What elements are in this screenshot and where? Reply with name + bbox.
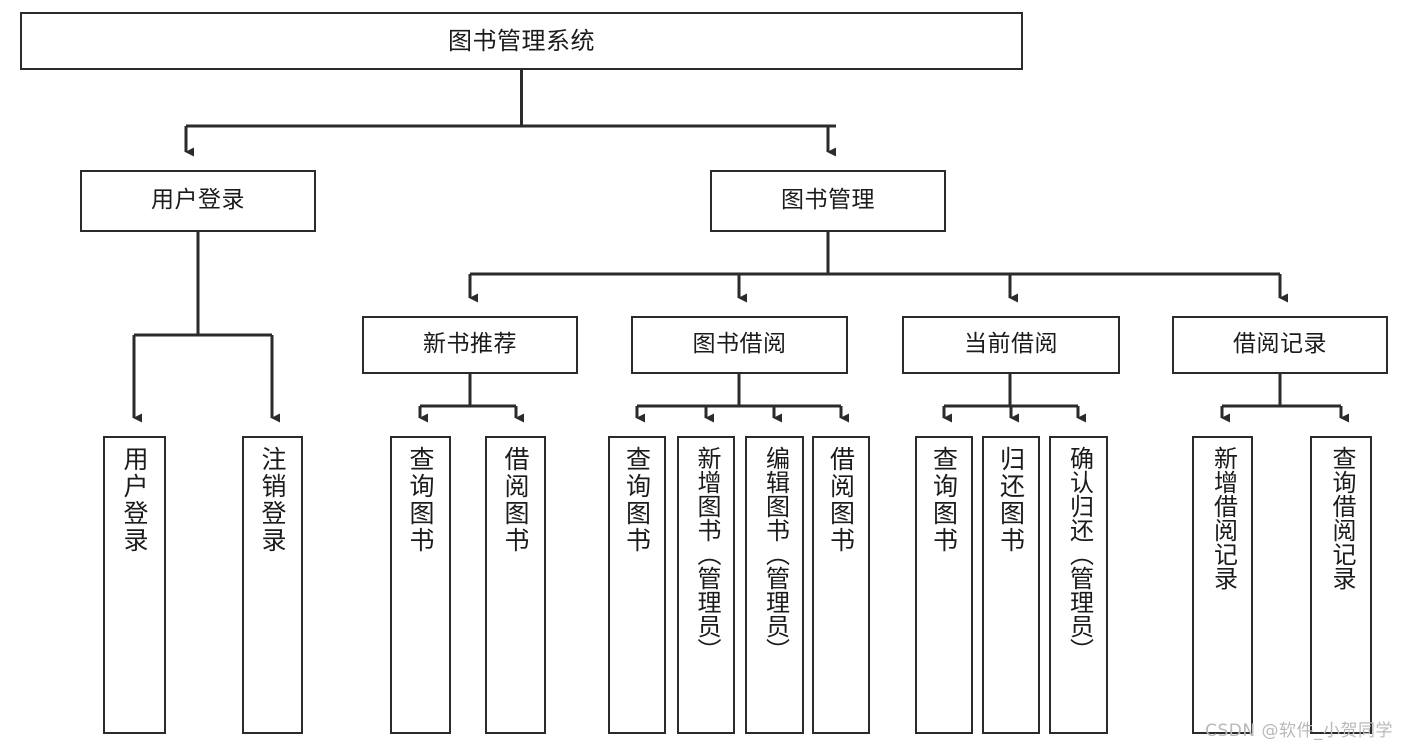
node-leaf-return-book[interactable]: 归还图书	[982, 436, 1040, 734]
node-current-borrow-label: 当前借阅	[964, 331, 1058, 358]
node-leaf-user-login-label: 用户登录	[120, 446, 149, 554]
node-leaf-add-book[interactable]: 新增图书（管理员）	[677, 436, 735, 734]
node-leaf-borrow-book-1-label: 借阅图书	[501, 446, 530, 554]
node-leaf-add-record-label: 新增借阅记录	[1209, 446, 1238, 590]
node-leaf-query-book-2-label: 查询图书	[622, 446, 652, 554]
node-leaf-query-book-3-label: 查询图书	[929, 446, 959, 554]
node-leaf-confirm-return[interactable]: 确认归还（管理员）	[1049, 436, 1108, 734]
node-borrow-record-label: 借阅记录	[1233, 331, 1327, 358]
node-leaf-query-record[interactable]: 查询借阅记录	[1310, 436, 1372, 734]
node-leaf-logout-login[interactable]: 注销登录	[242, 436, 303, 734]
csdn-watermark: CSDN @软件_小贺同学	[1205, 721, 1393, 741]
node-leaf-add-record[interactable]: 新增借阅记录	[1192, 436, 1253, 734]
node-book-manage-label: 图书管理	[781, 187, 875, 214]
node-leaf-query-book-1-label: 查询图书	[406, 446, 435, 554]
node-leaf-borrow-book-2[interactable]: 借阅图书	[812, 436, 870, 734]
node-leaf-user-login[interactable]: 用户登录	[103, 436, 166, 734]
node-leaf-query-book-3[interactable]: 查询图书	[915, 436, 973, 734]
node-new-book-recommend-label: 新书推荐	[423, 331, 517, 358]
node-leaf-edit-book[interactable]: 编辑图书（管理员）	[745, 436, 804, 734]
node-book-borrow-label: 图书借阅	[692, 331, 787, 358]
node-root-label: 图书管理系统	[448, 26, 595, 55]
node-root[interactable]: 图书管理系统	[20, 12, 1023, 70]
node-leaf-return-book-label: 归还图书	[996, 446, 1026, 554]
node-leaf-add-book-label: 新增图书（管理员）	[692, 446, 721, 662]
node-leaf-edit-book-label: 编辑图书（管理员）	[761, 446, 790, 662]
node-user-login-label: 用户登录	[151, 187, 245, 214]
node-user-login[interactable]: 用户登录	[80, 170, 316, 232]
node-leaf-confirm-return-label: 确认归还（管理员）	[1065, 446, 1094, 662]
node-borrow-record[interactable]: 借阅记录	[1172, 316, 1388, 374]
node-book-borrow[interactable]: 图书借阅	[631, 316, 848, 374]
node-leaf-query-record-label: 查询借阅记录	[1327, 446, 1356, 590]
node-leaf-borrow-book-2-label: 借阅图书	[826, 446, 856, 554]
node-leaf-logout-login-label: 注销登录	[258, 446, 287, 554]
node-book-manage[interactable]: 图书管理	[710, 170, 946, 232]
node-leaf-query-book-2[interactable]: 查询图书	[608, 436, 666, 734]
node-current-borrow[interactable]: 当前借阅	[902, 316, 1120, 374]
node-leaf-query-book-1[interactable]: 查询图书	[390, 436, 451, 734]
node-new-book-recommend[interactable]: 新书推荐	[362, 316, 578, 374]
node-leaf-borrow-book-1[interactable]: 借阅图书	[485, 436, 546, 734]
